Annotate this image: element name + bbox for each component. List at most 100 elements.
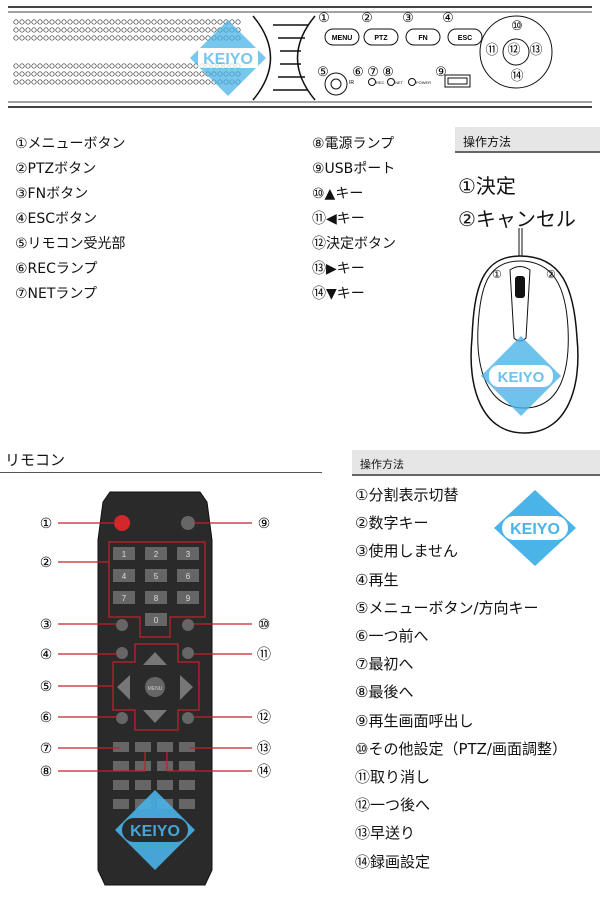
svg-text:②: ②: [546, 269, 556, 281]
speaker-hole: [139, 63, 145, 69]
remote-legend-item: ⑪取り消し: [355, 768, 431, 786]
speaker-hole: [133, 35, 139, 41]
speaker-hole: [127, 79, 133, 85]
speaker-hole: [31, 19, 37, 25]
speaker-hole: [31, 71, 37, 77]
speaker-hole: [199, 19, 205, 25]
speaker-hole: [19, 35, 25, 41]
remote-legend-item: ②数字キー: [355, 514, 429, 533]
svg-text:⑫: ⑫: [507, 42, 520, 57]
svg-text:②: ②: [361, 10, 373, 25]
speaker-hole: [163, 79, 169, 85]
svg-text:⑩: ⑩: [258, 616, 271, 632]
remote-logo: KEIYO: [115, 790, 195, 870]
speaker-hole: [145, 79, 151, 85]
speaker-hole: [205, 79, 211, 85]
number-key: [145, 547, 167, 560]
playback-screen-button: [181, 516, 195, 530]
speaker-hole: [175, 79, 181, 85]
svg-text:7: 7: [122, 594, 127, 603]
speaker-hole: [187, 63, 193, 69]
speaker-hole: [157, 79, 163, 85]
ptz-button: PTZ: [374, 35, 388, 42]
svg-text:MENU: MENU: [148, 686, 163, 692]
speaker-hole: [199, 79, 205, 85]
status-leds: REC NET POWER: [368, 78, 431, 86]
speaker-hole: [151, 63, 157, 69]
speaker-hole: [163, 27, 169, 33]
mouse-item-confirm: ①決定: [458, 174, 516, 198]
remote-legend-item: ⑬早送り: [355, 824, 416, 843]
legend-item: ③FNボタン: [15, 186, 89, 202]
number-key: [145, 613, 167, 626]
remote-legend-item: ⑧最後へ: [355, 683, 414, 702]
speaker-hole: [139, 71, 145, 77]
speaker-hole: [193, 79, 199, 85]
speaker-hole: [67, 79, 73, 85]
svg-text:⑩: ⑩: [511, 18, 523, 33]
speaker-hole: [133, 19, 139, 25]
function-key: [157, 742, 173, 752]
speaker-hole: [151, 71, 157, 77]
svg-text:2: 2: [154, 550, 159, 559]
speaker-hole: [25, 27, 31, 33]
speaker-hole: [121, 71, 127, 77]
speaker-hole: [163, 71, 169, 77]
speaker-hole: [73, 63, 79, 69]
speaker-hole: [49, 71, 55, 77]
keiyo-logo: KEIYO: [494, 490, 576, 566]
speaker-hole: [61, 71, 67, 77]
speaker-hole: [97, 19, 103, 25]
speaker-hole: [61, 27, 67, 33]
speaker-hole: [193, 35, 199, 41]
speaker-hole: [43, 71, 49, 77]
speaker-hole: [85, 79, 91, 85]
speaker-hole: [211, 19, 217, 25]
menu-key: [145, 677, 165, 697]
speaker-hole: [55, 27, 61, 33]
usb-port: [444, 74, 471, 88]
legend-item: ⑫決定ボタン: [312, 236, 396, 252]
direction-keys: [117, 652, 193, 723]
svg-text:①: ①: [492, 269, 502, 281]
speaker-hole: [25, 79, 31, 85]
highlight-outlines: [108, 541, 206, 731]
svg-text:KEIYO: KEIYO: [510, 521, 560, 538]
legend-item: ⑦NETランプ: [15, 286, 98, 302]
speaker-hole: [151, 35, 157, 41]
speaker-hole: [31, 35, 37, 41]
speaker-hole: [13, 27, 19, 33]
divider: [0, 472, 322, 473]
speaker-hole: [109, 63, 115, 69]
speaker-hole: [169, 71, 175, 77]
speaker-hole: [103, 19, 109, 25]
speaker-hole: [211, 27, 217, 33]
speaker-hole: [157, 71, 163, 77]
svg-text:⑫: ⑫: [257, 709, 271, 725]
speaker-hole: [199, 35, 205, 41]
speaker-hole: [73, 79, 79, 85]
speaker-hole: [193, 71, 199, 77]
speaker-hole: [133, 71, 139, 77]
svg-text:⑪: ⑪: [485, 42, 498, 57]
svg-text:1: 1: [122, 550, 127, 559]
speaker-hole: [127, 27, 133, 33]
speaker-hole: [19, 79, 25, 85]
speaker-hole: [31, 27, 37, 33]
speaker-hole: [139, 27, 145, 33]
speaker-hole: [43, 27, 49, 33]
speaker-hole: [181, 35, 187, 41]
remote-legend-item: ⑥一つ前へ: [355, 627, 429, 645]
speaker-hole: [25, 19, 31, 25]
speaker-hole: [67, 19, 73, 25]
speaker-hole: [37, 35, 43, 41]
speaker-hole: [79, 35, 85, 41]
speaker-hole: [79, 71, 85, 77]
svg-text:③: ③: [402, 10, 414, 25]
speaker-hole: [145, 63, 151, 69]
speaker-hole: [19, 19, 25, 25]
speaker-hole: [43, 35, 49, 41]
mouse-section-header: 操作方法: [455, 127, 600, 153]
speaker-hole: [55, 71, 61, 77]
